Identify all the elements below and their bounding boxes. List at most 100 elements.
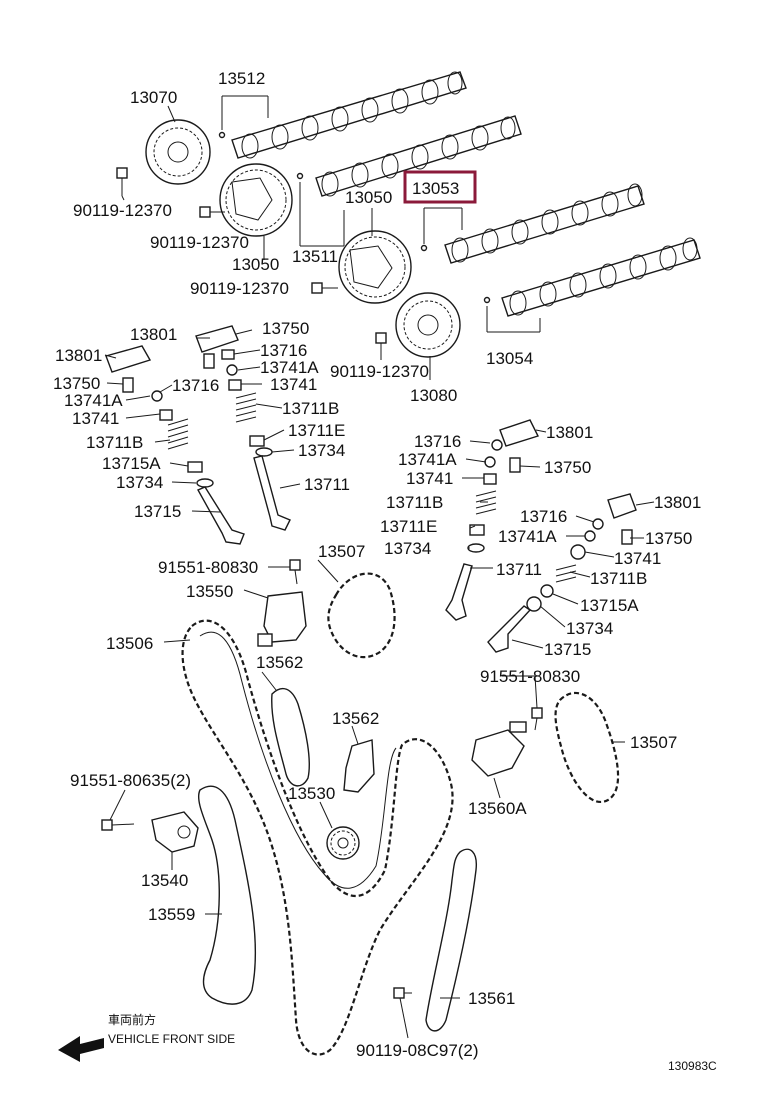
label-13711B-a[interactable]: 13711B <box>282 399 339 418</box>
label-13559[interactable]: 13559 <box>148 905 195 924</box>
guide-13559[interactable] <box>198 785 257 1005</box>
guide-13561[interactable] <box>425 848 477 1032</box>
label-13050-a[interactable]: 13050 <box>232 255 279 274</box>
label-13070[interactable]: 13070 <box>130 88 177 107</box>
label-13711-a[interactable]: 13711 <box>304 475 350 494</box>
label-13801-d[interactable]: 13801 <box>654 493 701 512</box>
label-13716-d[interactable]: 13716 <box>520 507 567 526</box>
gear-13050-left[interactable] <box>219 163 293 237</box>
gear-13080[interactable] <box>395 292 461 358</box>
chain-13507-lower[interactable] <box>554 691 620 803</box>
valve-train-left <box>105 345 245 545</box>
leader-lines <box>104 95 655 1039</box>
label-13741-b[interactable]: 13741 <box>72 409 119 428</box>
label-13530[interactable]: 13530 <box>288 784 335 803</box>
label-13716-c[interactable]: 13716 <box>414 432 461 451</box>
label-13741-c[interactable]: 13741 <box>406 469 453 488</box>
label-13550[interactable]: 13550 <box>186 582 233 601</box>
bolt-91551-c[interactable] <box>101 819 135 831</box>
label-13080[interactable]: 13080 <box>410 386 457 405</box>
label-13734-d[interactable]: 13734 <box>566 619 613 638</box>
label-13715A-a[interactable]: 13715A <box>102 454 161 473</box>
guide-13562-b[interactable] <box>343 739 375 793</box>
label-13711E-b[interactable]: 13711E <box>380 517 437 536</box>
label-13715A-b[interactable]: 13715A <box>580 596 639 615</box>
label-13711B-d[interactable]: 13711B <box>590 569 647 588</box>
front-arrow-icon <box>58 1036 104 1062</box>
label-13711B-b[interactable]: 13711B <box>86 433 143 452</box>
chain-13506[interactable] <box>181 619 454 1056</box>
guide-13562-a[interactable] <box>271 687 310 787</box>
bracket-13540[interactable] <box>151 811 199 853</box>
label-13715-a[interactable]: 13715 <box>134 502 181 521</box>
camshaft-13053[interactable] <box>444 183 645 264</box>
camshaft-13512[interactable] <box>231 71 467 159</box>
label-91551-a[interactable]: 91551-80830 <box>158 558 258 577</box>
tensioner-13550[interactable] <box>257 591 307 647</box>
label-13507-a[interactable]: 13507 <box>318 542 365 561</box>
label-13711-b[interactable]: 13711 <box>496 560 542 579</box>
label-13734-c[interactable]: 13734 <box>384 539 431 558</box>
bolt-90119-e[interactable] <box>393 987 412 999</box>
label-13741A-d[interactable]: 13741A <box>498 527 557 546</box>
label-13560A[interactable]: 13560A <box>468 799 527 818</box>
label-13750-c[interactable]: 13750 <box>544 458 591 477</box>
label-13711E-a[interactable]: 13711E <box>288 421 345 440</box>
bolt-91551-b[interactable] <box>531 707 543 731</box>
sprocket-13530[interactable] <box>326 826 360 860</box>
tensioner-13560A[interactable] <box>471 721 527 777</box>
label-13711B-c[interactable]: 13711B <box>386 493 443 512</box>
camshaft-13054[interactable] <box>501 237 701 317</box>
label-13562-b[interactable]: 13562 <box>332 709 379 728</box>
gear-13070[interactable] <box>145 119 211 185</box>
label-13540[interactable]: 13540 <box>141 871 188 890</box>
label-90119-d[interactable]: 90119-12370 <box>330 362 429 381</box>
label-13750-b[interactable]: 13750 <box>53 374 100 393</box>
bolt-91551-a[interactable] <box>289 559 301 585</box>
label-13741-a[interactable]: 13741 <box>270 375 317 394</box>
highlight-box <box>403 170 477 204</box>
bolt-90119-d[interactable] <box>375 332 387 360</box>
label-90119-b[interactable]: 90119-12370 <box>150 233 249 252</box>
label-13801-c[interactable]: 13801 <box>546 423 593 442</box>
bolt-90119-b[interactable] <box>199 206 225 218</box>
label-13507-b[interactable]: 13507 <box>630 733 677 752</box>
label-13734-a[interactable]: 13734 <box>298 441 345 460</box>
chain-13507-upper[interactable] <box>327 572 396 659</box>
label-90119-e[interactable]: 90119-08C97(2) <box>356 1041 479 1060</box>
label-13511[interactable]: 13511 <box>292 247 338 266</box>
label-13750-d[interactable]: 13750 <box>645 529 692 548</box>
label-13506[interactable]: 13506 <box>106 634 153 653</box>
label-13750-a[interactable]: 13750 <box>262 319 309 338</box>
bolt-90119-a[interactable] <box>116 167 128 196</box>
bolt-90119-c[interactable] <box>311 282 338 294</box>
pin-13511 <box>296 172 304 180</box>
label-13801-a[interactable]: 13801 <box>130 325 177 344</box>
label-13050-b[interactable]: 13050 <box>345 188 392 207</box>
label-front-en: VEHICLE FRONT SIDE <box>108 1032 235 1046</box>
camshaft-13511[interactable] <box>315 115 522 197</box>
label-13561[interactable]: 13561 <box>468 989 515 1008</box>
label-13716-b[interactable]: 13716 <box>172 376 219 395</box>
label-13512[interactable]: 13512 <box>218 69 265 88</box>
label-13741A-c[interactable]: 13741A <box>398 450 457 469</box>
gear-13050-right[interactable] <box>338 230 412 304</box>
label-13562-a[interactable]: 13562 <box>256 653 303 672</box>
label-13741-d[interactable]: 13741 <box>614 549 661 568</box>
label-91551-b[interactable]: 91551-80830 <box>480 667 580 686</box>
label-13053[interactable]: 13053 <box>412 179 459 198</box>
label-13054[interactable]: 13054 <box>486 349 533 368</box>
label-13741A-a[interactable]: 13741A <box>260 358 319 377</box>
label-13716-a[interactable]: 13716 <box>260 341 307 360</box>
label-13715-b[interactable]: 13715 <box>544 640 591 659</box>
label-13734-b[interactable]: 13734 <box>116 473 163 492</box>
label-13801-b[interactable]: 13801 <box>55 346 102 365</box>
label-13741A-b[interactable]: 13741A <box>64 391 123 410</box>
label-front-jp: 車両前方 <box>108 1012 156 1027</box>
label-90119-c[interactable]: 90119-12370 <box>190 279 289 298</box>
label-91551-c[interactable]: 91551-80635(2) <box>70 771 191 790</box>
label-90119-a[interactable]: 90119-12370 <box>73 201 172 220</box>
pin-13512 <box>218 131 226 139</box>
diagram-code: 130983C <box>668 1059 717 1073</box>
